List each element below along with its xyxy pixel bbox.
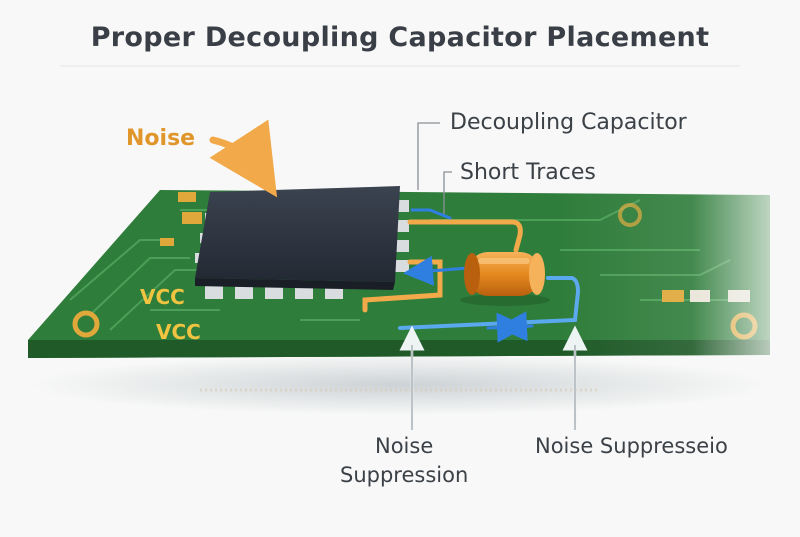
ic-chip: [195, 186, 409, 299]
decoupling-capacitor-label: Decoupling Capacitor: [450, 110, 687, 135]
noise-arrow: [209, 119, 278, 198]
capacitor-component: [460, 252, 550, 306]
board-fade: [560, 180, 800, 370]
noise-suppression-right-label: Noise Suppresseio: [535, 434, 728, 458]
noise-label: Noise: [126, 126, 196, 151]
noise-suppression-left-line2: Suppression: [340, 463, 469, 487]
noise-suppression-left-line1: Noise: [375, 434, 434, 458]
short-traces-label: Short Traces: [460, 160, 596, 185]
page-title: Proper Decoupling Capacitor Placement: [90, 22, 710, 53]
vcc-label-bottom: VCC: [156, 320, 201, 344]
chip-pins: [195, 200, 409, 299]
vcc-label-top: VCC: [140, 285, 185, 309]
callout-leaders: [417, 122, 452, 214]
